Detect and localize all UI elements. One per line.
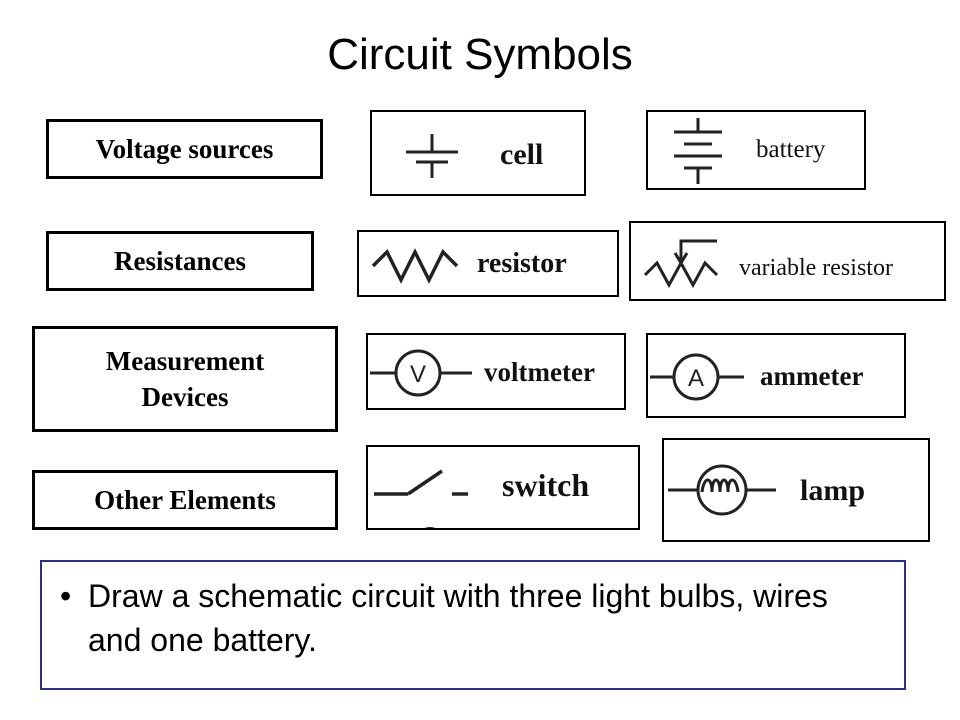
resistor-label: resistor xyxy=(477,248,567,279)
category-measurement-line1: Measurement xyxy=(105,345,265,376)
resistor-icon xyxy=(371,248,459,284)
ammeter-label: ammeter xyxy=(760,361,864,391)
category-measurement-devices: Measurement Devices xyxy=(32,326,338,432)
variable-resistor-symbol-box: variable resistor xyxy=(629,221,946,301)
switch-icon xyxy=(374,469,468,528)
instruction-text: Draw a schematic circuit with three ligh… xyxy=(88,578,828,659)
switch-label: switch xyxy=(502,467,590,503)
voltmeter-label: voltmeter xyxy=(484,357,595,387)
variable-resistor-icon xyxy=(643,239,719,289)
battery-icon xyxy=(674,118,722,184)
battery-label: battery xyxy=(756,136,826,163)
cell-label: cell xyxy=(500,138,544,171)
cell-symbol-box: cell xyxy=(370,110,586,196)
category-measurement-line2: Devices xyxy=(141,382,229,412)
category-resistances-label: Resistances xyxy=(114,245,246,276)
bullet-point: • xyxy=(60,578,72,614)
battery-symbol-box: battery xyxy=(646,110,866,190)
resistor-symbol-box: resistor xyxy=(357,230,619,297)
category-resistances: Resistances xyxy=(46,231,314,291)
page-title: Circuit Symbols xyxy=(327,30,633,79)
variable-resistor-label: variable resistor xyxy=(739,255,893,281)
category-voltage-sources: Voltage sources xyxy=(46,119,323,179)
instruction-item: • Draw a schematic circuit with three li… xyxy=(60,574,888,662)
instruction-box: • Draw a schematic circuit with three li… xyxy=(40,560,906,690)
lamp-icon xyxy=(668,464,776,516)
voltmeter-glyph: V xyxy=(410,361,426,388)
category-other-elements-label: Other Elements xyxy=(94,484,276,515)
cell-icon xyxy=(406,134,458,178)
switch-symbol-box: switch xyxy=(366,445,640,530)
ammeter-glyph: A xyxy=(688,365,704,392)
voltmeter-symbol-box: V voltmeter xyxy=(366,333,626,410)
voltmeter-icon: V xyxy=(370,349,472,397)
lamp-label: lamp xyxy=(800,474,866,507)
ammeter-symbol-box: A ammeter xyxy=(646,333,906,418)
category-voltage-sources-label: Voltage sources xyxy=(95,133,274,164)
ammeter-icon: A xyxy=(650,353,744,401)
lamp-symbol-box: lamp xyxy=(662,438,930,542)
category-other-elements: Other Elements xyxy=(32,470,338,530)
